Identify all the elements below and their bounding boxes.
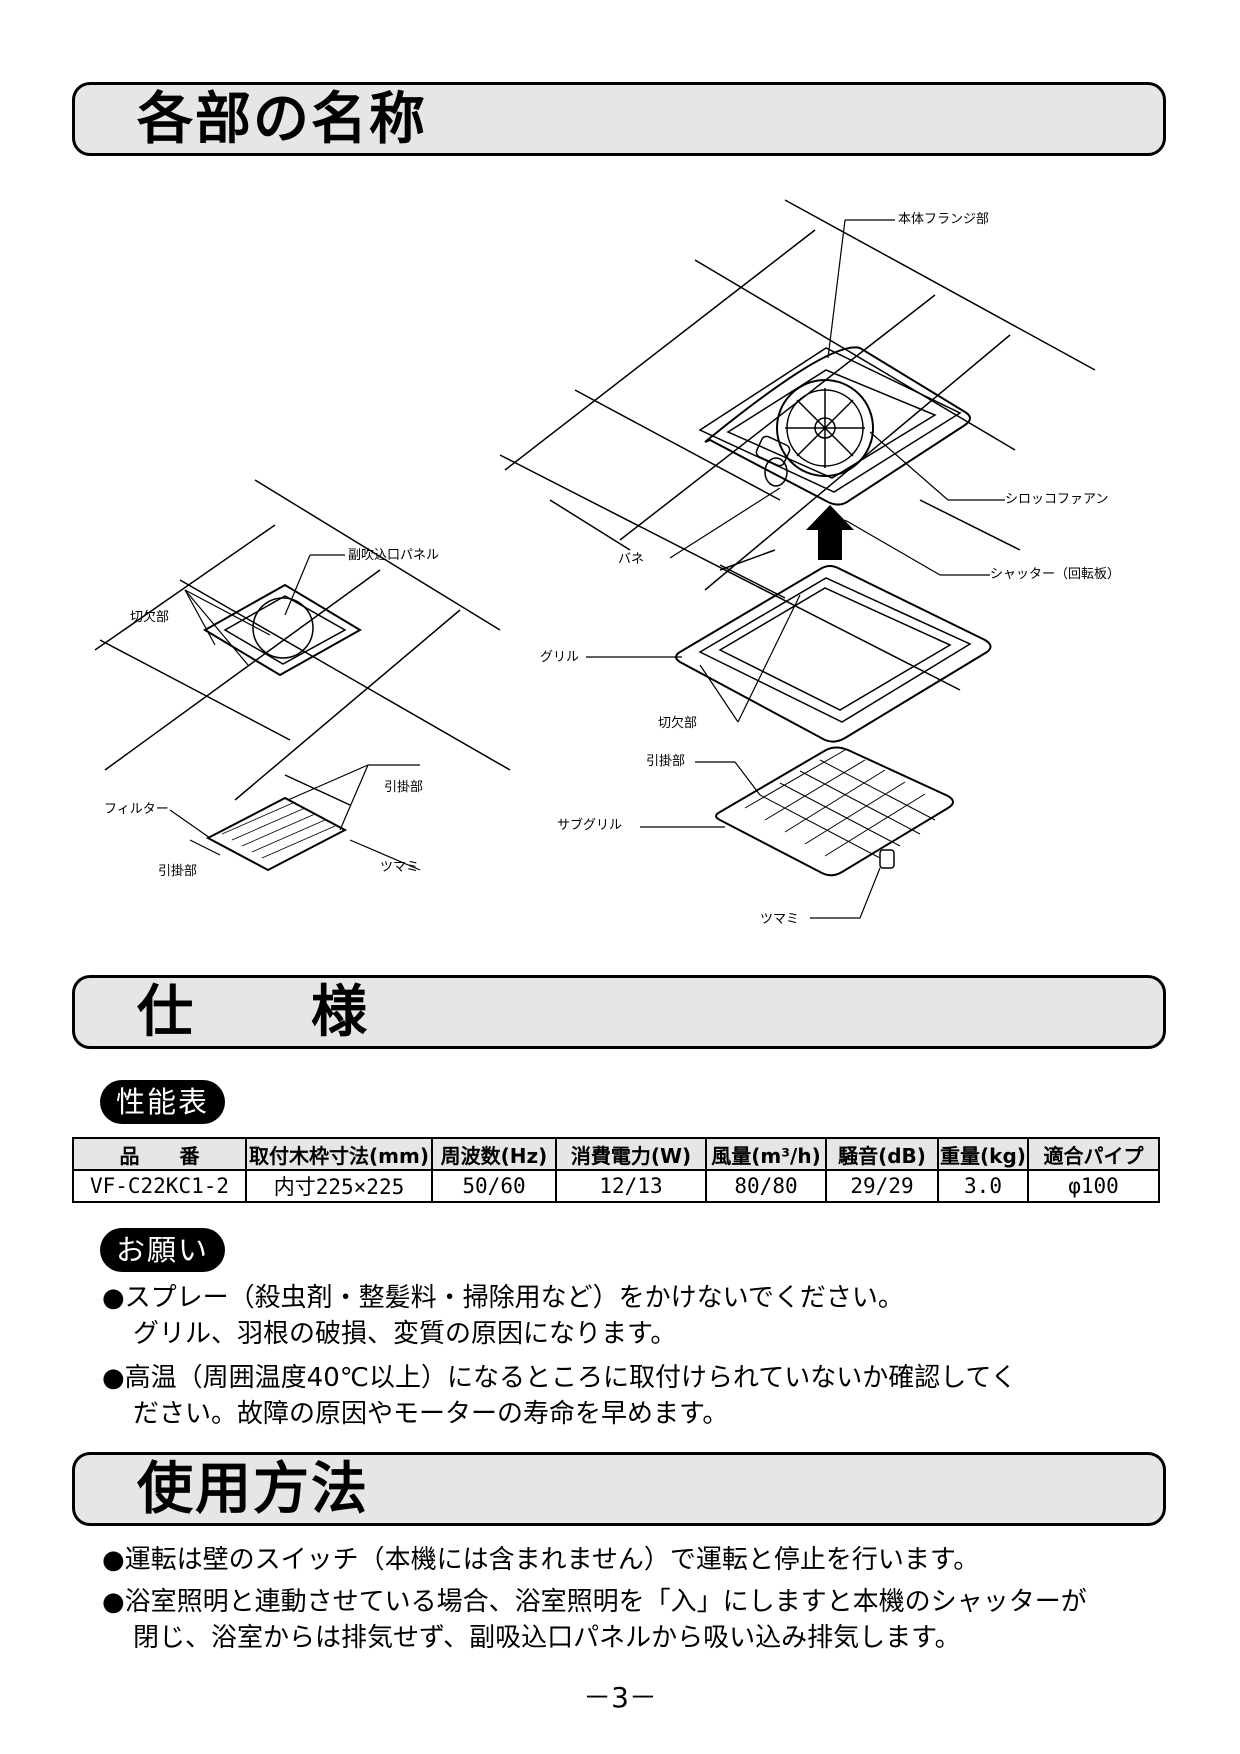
table-cell: 80/80	[705, 1169, 827, 1203]
section-header-spec: 仕 様	[72, 975, 1166, 1049]
table-header-cell: 消費電力(W)	[555, 1137, 707, 1171]
section-title-usage: 使用方法	[137, 1457, 369, 1522]
table-header-row: 品 番 取付木枠寸法(mm) 周波数(Hz) 消費電力(W) 風量(m³/h) …	[72, 1137, 1160, 1171]
install-arrow-icon	[806, 505, 854, 560]
table-cell: 3.0	[937, 1169, 1029, 1203]
usage-line: ●浴室照明と連動させている場合、浴室照明を「入」にしますと本機のシャッターが	[102, 1587, 1087, 1617]
table-header-cell: 風量(m³/h)	[705, 1137, 827, 1171]
request-line: ●スプレー（殺虫剤・整髪料・掃除用など）をかけないでください。	[102, 1283, 904, 1313]
table-header-cell: 周波数(Hz)	[431, 1137, 557, 1171]
sub-inlet-panel	[203, 583, 362, 677]
filter	[205, 796, 348, 872]
label-sub-grill: サブグリル	[557, 818, 623, 833]
label-honntai-flange: 本体フランジ部	[898, 212, 990, 227]
performance-table: 品 番 取付木枠寸法(mm) 周波数(Hz) 消費電力(W) 風量(m³/h) …	[72, 1137, 1160, 1203]
leader-lines	[169, 219, 1005, 919]
label-shutter: シャッター（回転板）	[990, 567, 1121, 582]
usage-line: 閉じ、浴室からは排気せず、副吸込口パネルから吸い込み排気します。	[133, 1623, 961, 1653]
usage-item: ●浴室照明と連動させている場合、浴室照明を「入」にしますと本機のシャッターが 閉…	[102, 1584, 1172, 1656]
table-cell: VF-C22KC1-2	[72, 1169, 247, 1203]
request-item: ●スプレー（殺虫剤・整髪料・掃除用など）をかけないでください。 グリル、羽根の破…	[102, 1280, 1172, 1352]
usage-line: ●運転は壁のスイッチ（本機には含まれません）で運転と停止を行います。	[102, 1545, 980, 1575]
request-badge: お願い	[100, 1228, 226, 1272]
table-cell: 29/29	[825, 1169, 939, 1203]
label-filter: フィルター	[104, 802, 169, 817]
table-cell: φ100	[1027, 1169, 1160, 1203]
section-title-spec: 仕 様	[137, 980, 369, 1045]
label-grill: グリル	[540, 650, 580, 665]
label-hikkake-left-top: 引掛部	[384, 780, 424, 795]
ceiling-grid-right	[499, 199, 1096, 691]
request-line: グリル、羽根の破損、変質の原因になります。	[133, 1319, 677, 1349]
table-header-cell: 騒音(dB)	[825, 1137, 939, 1171]
table-header-cell: 取付木枠寸法(mm)	[245, 1137, 433, 1171]
sub-grill	[715, 746, 954, 877]
label-hikkake-left-bottom: 引掛部	[158, 864, 198, 879]
parts-diagram	[94, 199, 1096, 919]
label-kirikake-left: 切欠部	[130, 610, 170, 625]
request-item: ●高温（周囲温度40℃以上）になるところに取付けられていないか確認してく ださい…	[102, 1360, 1172, 1432]
label-kirikake-right: 切欠部	[658, 716, 698, 731]
table-cell: 12/13	[555, 1169, 707, 1203]
label-bane: バネ	[618, 552, 645, 567]
section-title-parts: 各部の名称	[137, 87, 427, 152]
table-row: VF-C22KC1-2 内寸225×225 50/60 12/13 80/80 …	[72, 1169, 1160, 1203]
section-header-usage: 使用方法	[72, 1452, 1166, 1526]
table-cell: 50/60	[431, 1169, 557, 1203]
fan-body	[698, 346, 971, 506]
performance-badge: 性能表	[100, 1080, 226, 1124]
label-hikkake-right: 引掛部	[646, 754, 686, 769]
label-fuku-panel: 副吹込口パネル	[348, 548, 440, 563]
label-sirocco-fan: シロッコファアン	[1005, 492, 1109, 507]
request-line: ●高温（周囲温度40℃以上）になるところに取付けられていないか確認してく	[102, 1363, 1017, 1393]
ceiling-grid-left	[94, 479, 511, 806]
table-header-cell: 品 番	[72, 1137, 247, 1171]
label-tsumami-right: ツマミ	[760, 912, 800, 927]
label-tsumami-left: ツマミ	[380, 860, 420, 875]
request-line: ださい。故障の原因やモーターの寿命を早めます。	[133, 1399, 729, 1429]
table-header-cell: 適合パイプ	[1027, 1137, 1160, 1171]
table-header-cell: 重量(kg)	[937, 1137, 1029, 1171]
grill	[675, 565, 992, 743]
page-number: －3－	[583, 1681, 657, 1714]
table-cell: 内寸225×225	[245, 1169, 433, 1203]
section-header-parts: 各部の名称	[72, 82, 1166, 156]
usage-item: ●運転は壁のスイッチ（本機には含まれません）で運転と停止を行います。	[102, 1542, 1172, 1578]
